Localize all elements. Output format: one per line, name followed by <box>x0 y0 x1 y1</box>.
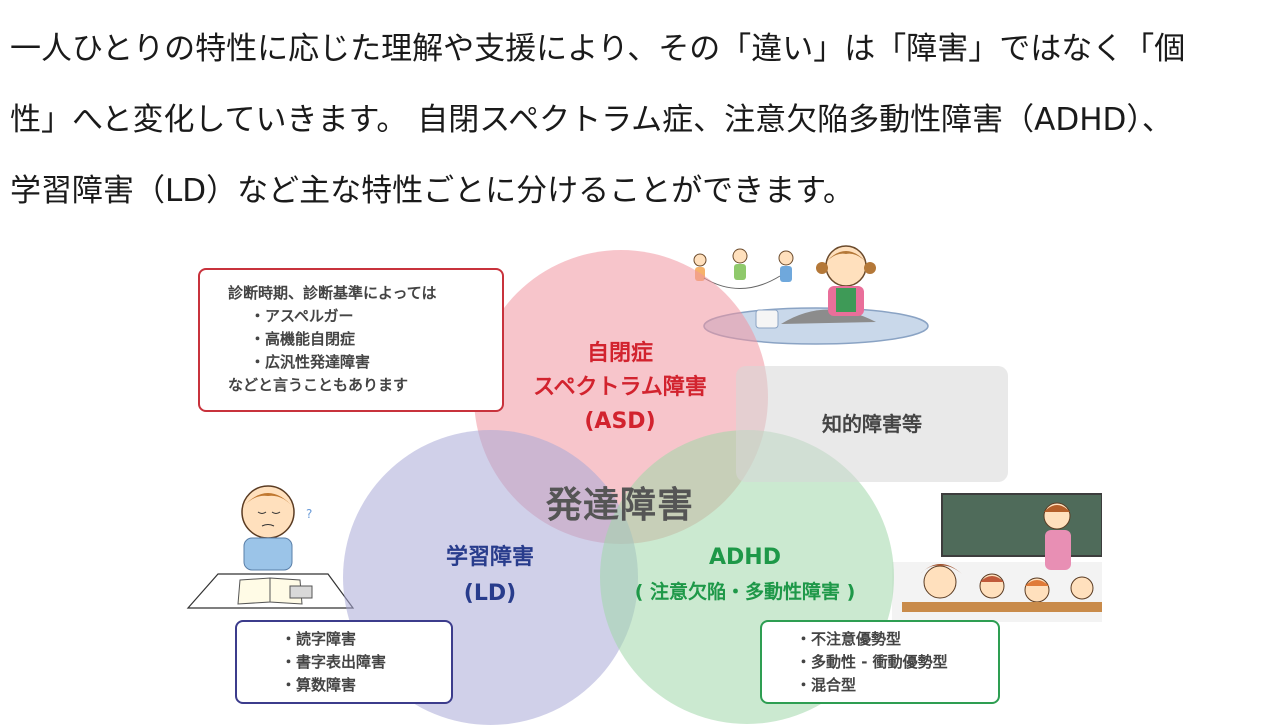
adhd-label-line-2: ( 注意欠陥・多動性障害 ) <box>634 581 856 603</box>
intro-line-1: 一人ひとりの特性に応じた理解や支援により、その「違い」は「障害」ではなく「個 <box>10 31 1186 67</box>
classroom-illustration <box>892 493 1102 622</box>
asd-label-line-3: (ASD) <box>584 409 656 434</box>
adhd-label-line-1: ADHD <box>709 545 781 570</box>
asd-label-line-2: スペクトラム障害 <box>533 375 707 400</box>
intro-paragraph: 一人ひとりの特性に応じた理解や支援により、その「違い」は「障害」ではなく「個 性… <box>10 14 1270 227</box>
intro-line-3: 学習障害（LD）など主な特性ごとに分けることができます。 <box>10 173 855 209</box>
boy-studying-illustration: ? <box>186 485 355 609</box>
ld-label: 学習障害 (LD) <box>400 540 580 612</box>
adhd-info-item: ・不注意優勢型 <box>796 630 902 648</box>
asd-info-item: ・高機能自閉症 <box>250 330 356 348</box>
asd-label-line-1: 自閉症 <box>586 341 653 366</box>
ld-label-line-2: (LD) <box>463 581 517 606</box>
children-playing-illustration <box>693 245 929 345</box>
svg-text:?: ? <box>306 507 312 521</box>
intellectual-disability-box <box>736 366 1008 482</box>
ld-info-item: ・書字表出障害 <box>281 653 387 671</box>
ld-info-item: ・読字障害 <box>281 630 357 648</box>
center-label: 発達障害 <box>545 485 694 526</box>
adhd-info-item: ・多動性 - 衝動優勢型 <box>796 653 948 671</box>
adhd-label: ADHD ( 注意欠陥・多動性障害 ) <box>585 540 905 608</box>
ld-info-item: ・算数障害 <box>281 676 357 694</box>
intellectual-disability-label: 知的障害等 <box>822 412 922 436</box>
ld-label-line-1: 学習障害 <box>445 545 534 570</box>
asd-info-item: ・広汎性発達障害 <box>250 353 371 371</box>
intro-line-2: 性」へと変化していきます。 自閉スペクトラム症、注意欠陥多動性障害（ADHD）、 <box>10 102 1173 138</box>
asd-info-line: などと言うこともあります <box>228 376 409 394</box>
ld-info-box: ・読字障害 ・書字表出障害 ・算数障害 <box>235 620 453 704</box>
asd-info-box: 診断時期、診断基準によっては ・アスペルガー ・高機能自閉症 ・広汎性発達障害 … <box>198 268 504 412</box>
adhd-info-item: ・混合型 <box>796 676 857 694</box>
asd-info-line: 診断時期、診断基準によっては <box>228 284 437 302</box>
asd-label: 自閉症 スペクトラム障害 (ASD) <box>500 337 740 439</box>
asd-info-item: ・アスペルガー <box>250 307 354 325</box>
adhd-info-box: ・不注意優勢型 ・多動性 - 衝動優勢型 ・混合型 <box>760 620 1000 704</box>
